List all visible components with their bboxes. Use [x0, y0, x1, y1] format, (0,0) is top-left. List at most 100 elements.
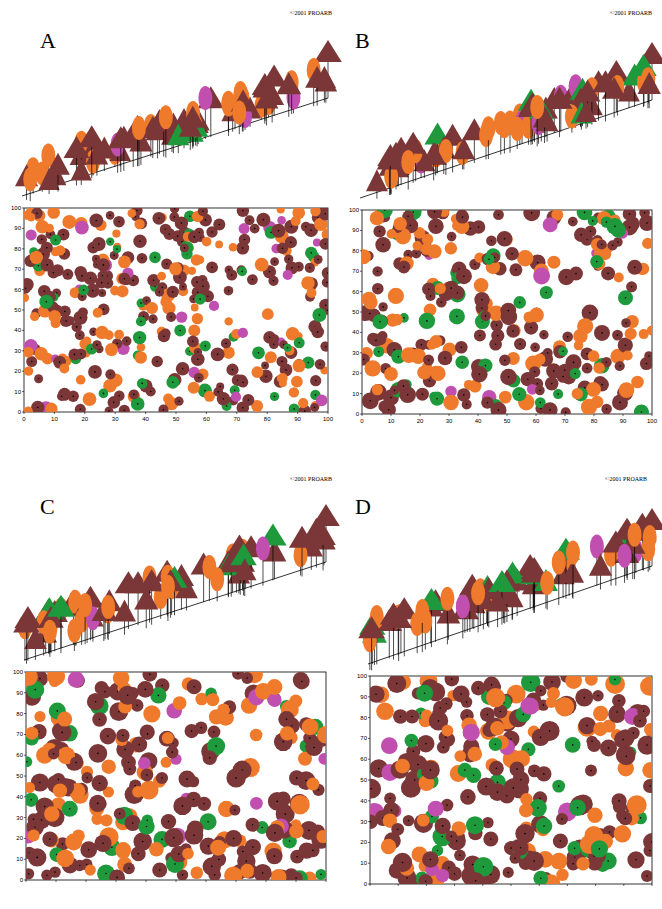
- stem-dot: [481, 299, 483, 301]
- stem-dot: [410, 225, 412, 227]
- tree-crown: [141, 769, 154, 782]
- tree-crown: [455, 356, 469, 370]
- stem-dot: [379, 321, 381, 323]
- tree-crown: [99, 389, 109, 399]
- tree-crown: [163, 394, 173, 404]
- stem-dot: [124, 409, 126, 411]
- stem-dot: [53, 753, 55, 755]
- tree-crown: [445, 242, 457, 254]
- tree-crown: [480, 311, 490, 321]
- tree-crown: [191, 866, 204, 879]
- stem-dot: [241, 271, 243, 273]
- tree-crown: [237, 845, 249, 857]
- stem-dot: [540, 402, 542, 404]
- stem-dot: [320, 874, 322, 876]
- tick-mark: [360, 210, 362, 211]
- stem-dot: [226, 405, 228, 407]
- tree-crown: [105, 369, 115, 379]
- tree-crown: [375, 237, 391, 253]
- stem-dot: [496, 324, 498, 326]
- stem-dot: [161, 839, 163, 841]
- tree-crown: [558, 269, 574, 285]
- conifer-crown: [64, 136, 90, 158]
- tree-crown: [47, 208, 60, 219]
- stem-dot: [162, 287, 164, 289]
- stem-dot: [44, 290, 46, 292]
- tree-crown: [438, 351, 453, 366]
- stem-dot: [289, 840, 291, 842]
- tree-crown: [427, 210, 442, 219]
- stem-dot: [113, 402, 115, 404]
- tree-crown: [447, 232, 457, 242]
- stem-dot: [136, 210, 138, 212]
- stem-dot: [527, 378, 529, 380]
- tree-crown: [83, 392, 97, 406]
- tree-crown: [174, 325, 186, 337]
- tree-crown: [627, 260, 642, 275]
- tree-crown: [474, 330, 486, 342]
- stem-dot: [103, 309, 105, 311]
- stem-dot: [485, 365, 487, 367]
- stem-dot: [98, 243, 100, 245]
- stem-dot: [606, 361, 608, 363]
- stem-dot: [127, 695, 129, 697]
- tree-crown: [117, 847, 129, 859]
- stem-dot: [92, 247, 94, 249]
- stem-dot: [99, 782, 101, 784]
- stem-dot: [33, 818, 35, 820]
- tree-crown: [95, 326, 108, 339]
- tree-crown: [202, 237, 212, 247]
- tree-crown: [69, 348, 81, 360]
- stem-dot: [394, 349, 396, 351]
- tree-crown: [122, 336, 132, 346]
- tree-crown: [49, 676, 60, 687]
- tree-crown: [123, 862, 135, 874]
- conifer-crown: [638, 72, 661, 94]
- stem-dot: [191, 730, 193, 732]
- tree-crown: [373, 225, 385, 237]
- tree-crown: [417, 365, 431, 379]
- tick-mark: [24, 755, 26, 756]
- tree-crown: [88, 365, 102, 379]
- stem-dot: [607, 273, 609, 275]
- stem-dot: [44, 806, 46, 808]
- tree-crown: [398, 261, 411, 274]
- tree-crown: [24, 294, 29, 302]
- tree-crown: [114, 330, 124, 340]
- stem-dot: [589, 312, 591, 314]
- tree-crown: [92, 340, 101, 349]
- tree-crown: [143, 672, 158, 682]
- tick-mark: [297, 412, 298, 414]
- stem-dot: [315, 380, 317, 382]
- tree-crown: [231, 392, 241, 402]
- tree-crown: [24, 366, 33, 375]
- conifer-crown: [314, 40, 342, 62]
- stem-dot: [81, 296, 83, 298]
- stem-dot: [136, 705, 138, 707]
- stem-dot: [235, 777, 237, 779]
- tree-crown: [135, 351, 147, 363]
- stem-dot: [426, 320, 428, 322]
- tree-crown: [284, 254, 293, 263]
- tree-crown: [545, 377, 559, 391]
- tree-crown: [246, 818, 260, 832]
- broadleaf-crown: [503, 110, 517, 134]
- stem-dot: [211, 231, 213, 233]
- tree-crown: [268, 693, 282, 707]
- tree-crown: [100, 814, 112, 826]
- stem-dot: [625, 344, 627, 346]
- stem-dot: [631, 286, 633, 288]
- tree-crown: [306, 844, 320, 858]
- tree-crown: [430, 392, 444, 406]
- tree-crown: [106, 211, 115, 220]
- stem-dot: [575, 373, 577, 375]
- tree-crown: [166, 376, 179, 389]
- tree-crown: [489, 338, 502, 351]
- tree-crown: [55, 245, 65, 255]
- stem-dot: [74, 354, 76, 356]
- tree-crown: [291, 216, 301, 226]
- tree-crown: [180, 244, 189, 253]
- stem-dot: [149, 674, 151, 676]
- tree-crown: [224, 866, 242, 880]
- stem-dot: [207, 821, 209, 823]
